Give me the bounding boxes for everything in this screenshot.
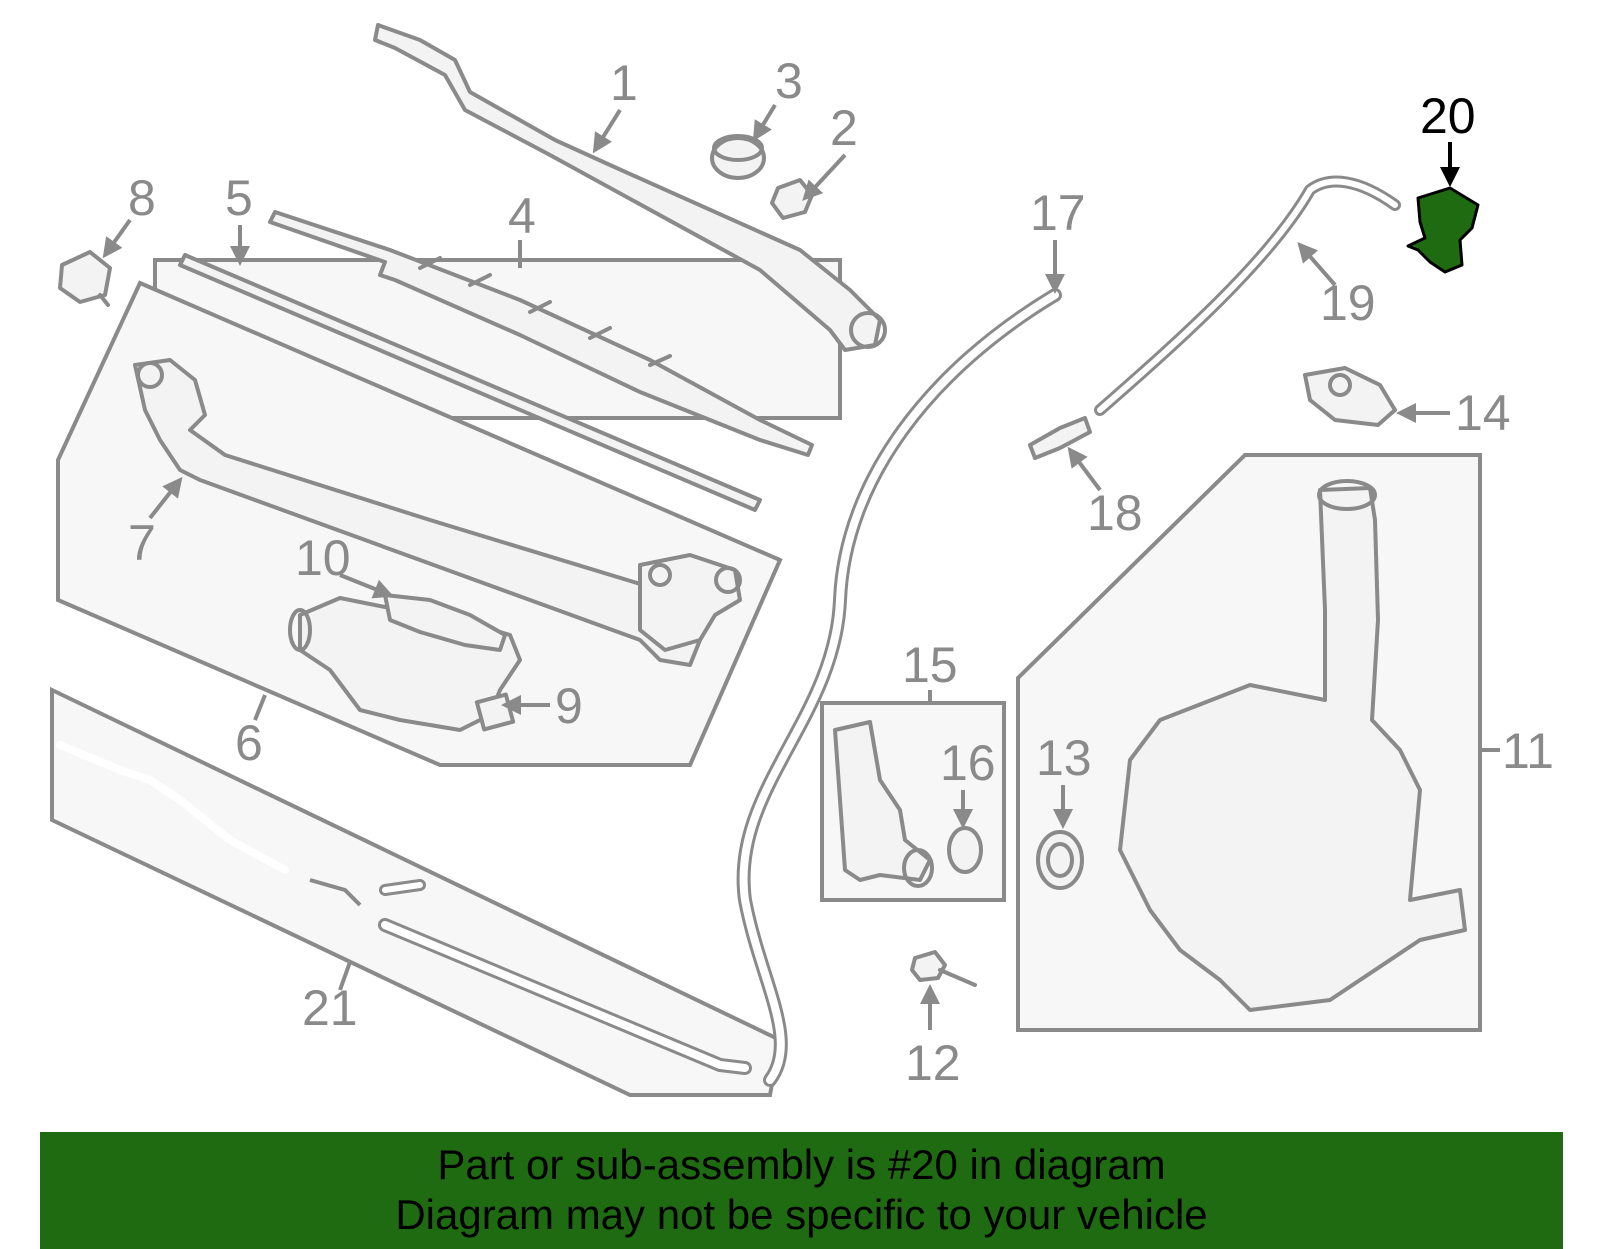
callout-8: 8 <box>128 170 156 226</box>
callout-3: 3 <box>775 53 803 109</box>
nozzle-hose-part <box>1094 175 1401 416</box>
long-hose-part <box>736 288 1062 1087</box>
banner-line-2: Diagram may not be specific to your vehi… <box>395 1191 1208 1238</box>
leader-lines <box>102 103 1500 1030</box>
callout-19: 19 <box>1320 275 1376 331</box>
callout-20: 20 <box>1420 88 1476 144</box>
callout-10: 10 <box>295 530 351 586</box>
grommet-part <box>1036 830 1084 890</box>
callout-21: 21 <box>302 980 358 1036</box>
callout-15: 15 <box>902 637 958 693</box>
callout-6: 6 <box>235 715 263 771</box>
bolt-part <box>910 950 977 987</box>
wiper-arm-part <box>373 23 887 352</box>
seal-part <box>947 826 983 874</box>
callout-5: 5 <box>225 170 253 226</box>
callout-7: 7 <box>128 515 156 571</box>
washer-nozzle-part-highlighted <box>1406 186 1480 274</box>
wiper-blade-strip-part <box>178 253 762 512</box>
wiper-linkage-part <box>133 358 742 667</box>
callout-4: 4 <box>508 188 536 244</box>
reservoir-cap-part <box>1303 366 1397 427</box>
washer-pump-part <box>833 720 934 888</box>
washer-reservoir-part <box>1118 479 1467 1012</box>
cap-part <box>710 134 766 180</box>
info-banner: Part or sub-assembly is #20 in diagram D… <box>40 1132 1563 1249</box>
nut-part <box>770 178 814 220</box>
callout-9: 9 <box>555 678 583 734</box>
wiper-blade-part <box>268 210 814 457</box>
fastener-part <box>58 250 112 307</box>
callout-2: 2 <box>830 100 858 156</box>
banner-line-1: Part or sub-assembly is #20 in diagram <box>437 1141 1166 1188</box>
callout-12: 12 <box>905 1035 961 1091</box>
callout-11: 11 <box>1502 723 1554 779</box>
callout-labels: 1 2 3 4 5 6 7 8 9 10 11 12 13 14 15 16 1… <box>128 53 1554 1091</box>
callout-17: 17 <box>1030 185 1086 241</box>
callout-1: 1 <box>610 55 638 111</box>
hose-part <box>56 741 752 1075</box>
wiper-motor-part <box>288 593 522 732</box>
callout-16: 16 <box>940 735 996 791</box>
callout-13: 13 <box>1036 730 1092 786</box>
connector-part <box>1028 416 1092 460</box>
washer-hose-box <box>50 686 783 1097</box>
callout-14: 14 <box>1455 385 1511 441</box>
callout-18: 18 <box>1087 485 1143 541</box>
